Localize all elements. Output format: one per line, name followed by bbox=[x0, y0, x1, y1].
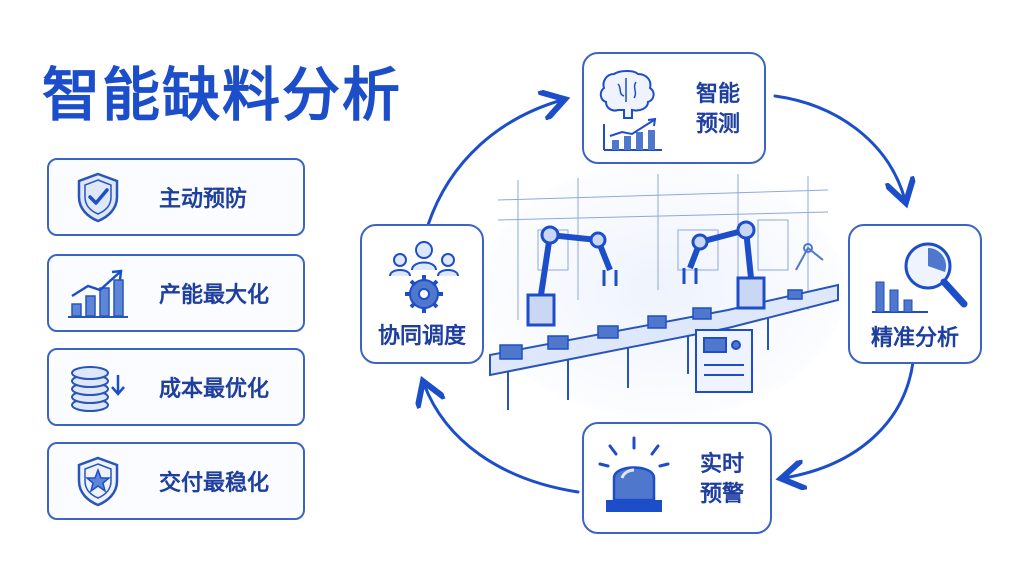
node-label: 智能 预测 bbox=[680, 80, 756, 140]
benefit-label: 成本最优化 bbox=[159, 377, 270, 402]
benefit-card-proactive-prevention: 主动预防 bbox=[47, 158, 305, 236]
cycle-node-coordinated-scheduling: 协同调度 bbox=[360, 224, 484, 364]
benefit-label: 交付最稳化 bbox=[159, 471, 270, 496]
coin-stack-down-icon bbox=[61, 357, 135, 417]
siren-light-icon bbox=[598, 434, 670, 528]
node-label: 实时 预警 bbox=[682, 450, 762, 510]
benefit-card-cost: 成本最优化 bbox=[47, 348, 305, 426]
node-label-line2: 预警 bbox=[699, 482, 744, 507]
node-label-line2: 预测 bbox=[695, 112, 740, 137]
node-label: 精准分析 bbox=[870, 326, 959, 351]
cycle-node-precise-analysis: 精准分析 bbox=[848, 224, 982, 364]
shield-check-icon bbox=[61, 167, 135, 227]
benefit-label: 主动预防 bbox=[159, 187, 248, 212]
rising-bar-chart-icon bbox=[61, 263, 135, 323]
team-gear-icon bbox=[384, 236, 464, 320]
shield-star-icon bbox=[61, 451, 135, 511]
brain-chart-icon bbox=[596, 64, 666, 158]
benefit-label: 产能最大化 bbox=[159, 283, 270, 308]
node-label: 协同调度 bbox=[377, 324, 466, 349]
node-label-line1: 智能 bbox=[695, 82, 740, 107]
benefit-card-delivery: 交付最稳化 bbox=[47, 442, 305, 520]
cycle-node-realtime-alert: 实时 预警 bbox=[582, 422, 772, 534]
cycle-node-smart-prediction: 智能 预测 bbox=[582, 52, 766, 164]
factory-production-line-icon bbox=[478, 160, 846, 420]
page-title: 智能缺料分析 bbox=[42, 61, 403, 129]
benefit-card-capacity: 产能最大化 bbox=[47, 254, 305, 332]
node-label-line1: 实时 bbox=[699, 452, 744, 477]
magnifier-chart-icon bbox=[868, 232, 972, 322]
